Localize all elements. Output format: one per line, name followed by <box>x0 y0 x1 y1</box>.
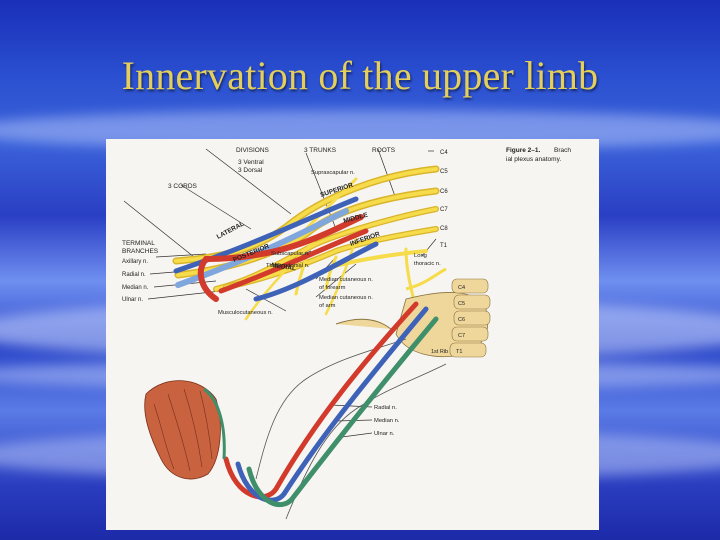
divisions-detail-2: 3 Dorsal <box>238 167 263 174</box>
vertebra-label-c6: C6 <box>458 317 465 323</box>
brachial-plexus-diagram: SUPERIOR MIDDLE INFERIOR LATERAL POSTERI… <box>122 147 571 520</box>
vertebra-label-c7: C7 <box>458 333 465 339</box>
cords-colored <box>173 196 379 302</box>
vertebra-label-t1: T1 <box>456 349 462 355</box>
lower-nerve-labels: Radial n. Median n. Ulnar n. <box>374 405 400 437</box>
left-nerve-radial: Radial n. <box>122 272 146 278</box>
cords-label: 3 CORDS <box>168 183 198 190</box>
root-label-c8: C8 <box>440 226 448 232</box>
cord-medial-label: MEDIAL <box>271 262 297 272</box>
terminal-label-1: TERMINAL <box>122 240 155 247</box>
suprascapular-label: Suprascapular n. <box>311 170 355 176</box>
caption-title: Figure 2–1. <box>506 147 541 154</box>
divisions-detail-1: 3 Ventral <box>238 159 264 166</box>
roots-label: ROOTS <box>372 147 396 154</box>
lower-nerves <box>223 301 439 508</box>
root-label-c4: C4 <box>440 150 448 156</box>
left-nerve-median: Median n. <box>122 285 149 291</box>
root-label-c6: C6 <box>440 189 448 195</box>
brachial-plexus-figure: SUPERIOR MIDDLE INFERIOR LATERAL POSTERI… <box>106 139 599 530</box>
thoracodorsal-label: Thoracodorsal n. <box>266 263 310 269</box>
median-cut-arm-label-1: Median cutaneous n. <box>319 295 373 301</box>
vertebra-label-c5: C5 <box>458 301 465 307</box>
musculocutaneous-label: Musculocutaneous n. <box>218 310 273 316</box>
left-nerve-axillary: Axillary n. <box>122 259 148 265</box>
figure-caption: Figure 2–1. Brach ial plexus anatomy. <box>506 147 571 163</box>
root-label-c7: C7 <box>440 207 448 213</box>
median-cut-forearm-label-1: Median cutaneous n. <box>319 277 373 283</box>
center-labels: Suprascapular n. Subscapular n. Thoracod… <box>218 170 441 316</box>
first-rib-label: 1st Rib <box>431 349 448 355</box>
divisions-label: DIVISIONS <box>236 147 270 154</box>
left-nerve-labels: Axillary n. Radial n. Median n. Ulnar n. <box>122 259 149 303</box>
hand-muscles <box>144 380 226 480</box>
trunks-label: 3 TRUNKS <box>304 147 337 154</box>
lower-nerve-median: Median n. <box>374 418 400 424</box>
slide-title: Innervation of the upper limb <box>121 53 599 98</box>
vertebra-labels: C4 C5 C6 C7 T1 1st Rib <box>431 285 465 355</box>
root-label-t1: T1 <box>440 243 448 249</box>
header-labels: DIVISIONS 3 Ventral 3 Dorsal 3 TRUNKS RO… <box>122 147 396 255</box>
terminal-label-2: BRANCHES <box>122 248 159 255</box>
lower-nerve-radial: Radial n. <box>374 405 397 411</box>
caption-line-2: ial plexus anatomy. <box>506 156 561 163</box>
median-cut-arm-label-2: of arm <box>319 303 336 309</box>
lower-nerve-ulnar: Ulnar n. <box>374 431 395 437</box>
root-label-c5: C5 <box>440 169 448 175</box>
root-labels: C4 C5 C6 C7 C8 T1 <box>440 150 448 249</box>
subscapular-label: Subscapular n. <box>271 251 310 257</box>
left-nerve-ulnar: Ulnar n. <box>122 297 143 303</box>
median-cut-forearm-label-2: of forearm <box>319 285 346 291</box>
caption-line-1: Brach <box>554 147 571 154</box>
vertebra-label-c4: C4 <box>458 285 465 291</box>
long-thoracic-label-1: Long <box>414 253 427 259</box>
long-thoracic-label-2: thoracic n. <box>414 261 441 267</box>
cord-lateral-label: LATERAL <box>216 221 246 241</box>
